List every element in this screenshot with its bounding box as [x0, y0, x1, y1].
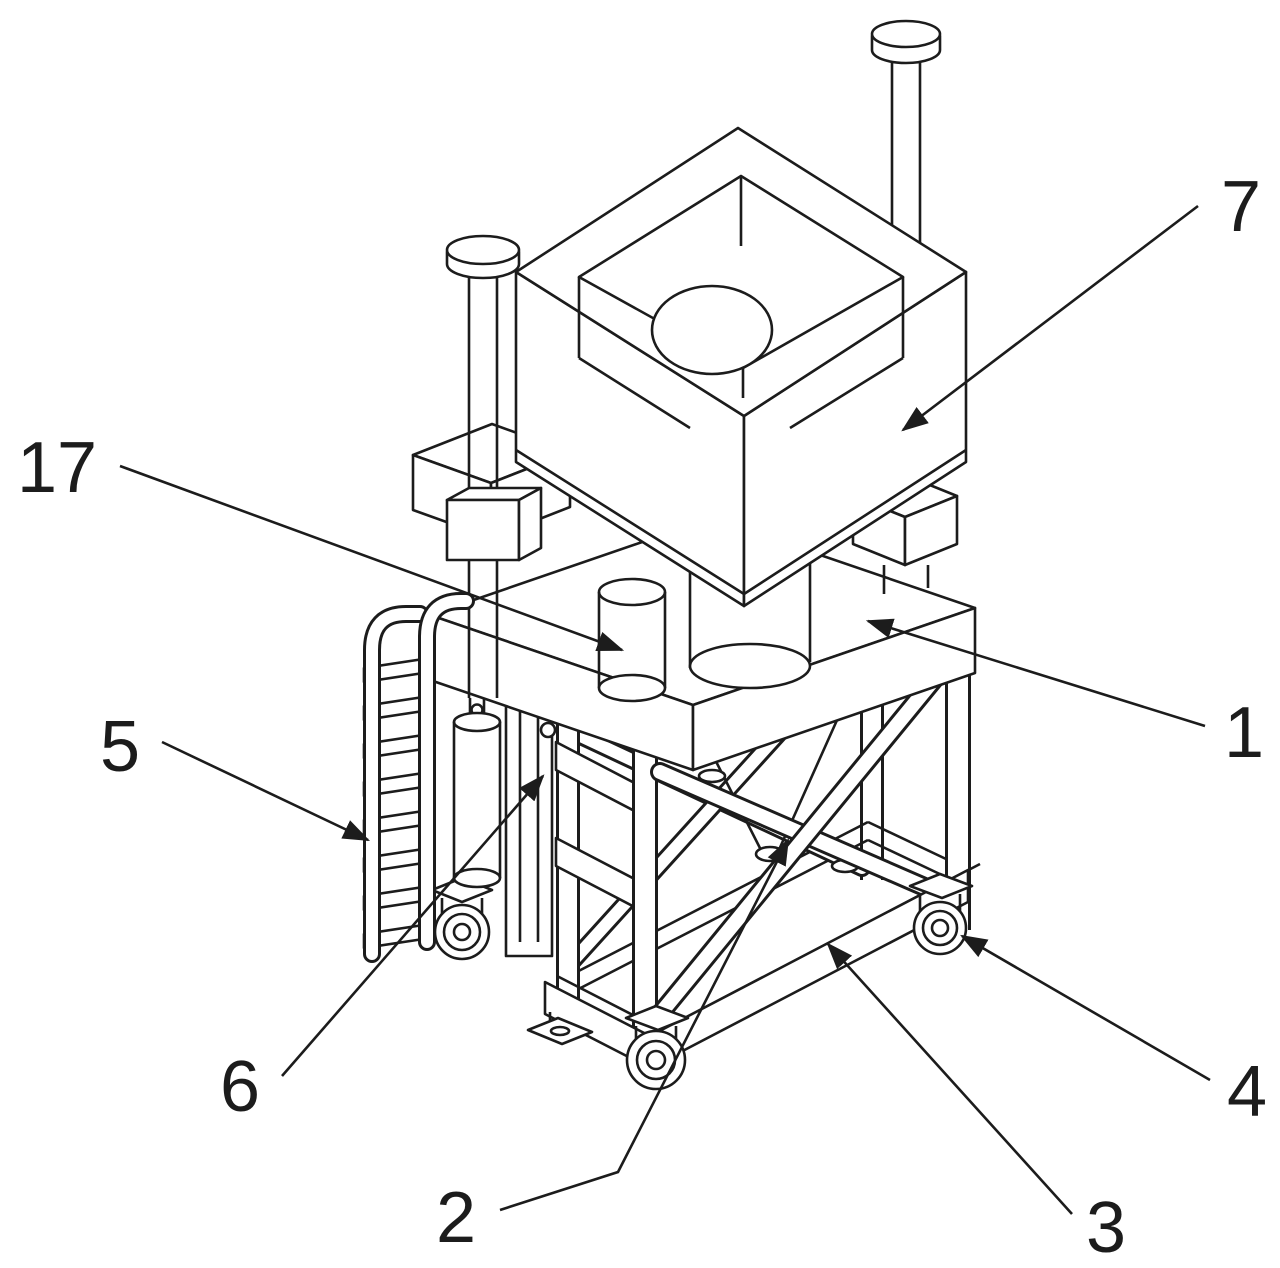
platform-front-right [691, 606, 977, 772]
caster-right [908, 872, 974, 956]
wheel-rim [442, 912, 482, 952]
label-part-5: 5 [100, 707, 140, 787]
leader-part-6 [281, 774, 545, 1077]
ram-small-bottom [597, 673, 667, 703]
cylinder-body [452, 722, 502, 878]
leader-part-2 [499, 837, 790, 1212]
caster-plate [624, 1004, 690, 1032]
support-foot [526, 1012, 594, 1046]
foot-bolt [549, 1025, 571, 1037]
label-part-3: 3 [1086, 1188, 1126, 1268]
push-rod-left [445, 234, 521, 698]
leader-part-17 [119, 464, 625, 652]
block-side [517, 486, 543, 562]
mount-stub [882, 565, 930, 594]
rod-cap [870, 19, 942, 49]
cross-braces [650, 650, 960, 1024]
shock-absorber [452, 698, 502, 889]
block-front [445, 498, 521, 562]
rod-cap [445, 234, 521, 266]
label-part-7: 7 [1221, 167, 1261, 247]
ram-large-bottom [688, 642, 812, 690]
caster-front [624, 1004, 690, 1091]
reference-labels: 7 17 1 5 6 2 3 4 [17, 167, 1267, 1268]
hopper-bottom-lip [515, 448, 967, 596]
wheel-hub [452, 922, 472, 942]
label-part-6: 6 [220, 1047, 260, 1127]
reference-leaders [119, 204, 1211, 1215]
caster-left [430, 876, 494, 961]
leader-part-4 [960, 934, 1211, 1082]
cylinder-top [452, 711, 502, 733]
leader-part-7 [901, 204, 1199, 432]
leader-part-3 [826, 942, 1073, 1215]
rod-shaft [467, 270, 499, 698]
wheel-hub [930, 918, 950, 938]
guide-rail [504, 684, 557, 958]
label-part-17: 17 [17, 428, 97, 508]
flange-bolt [697, 768, 727, 784]
leader-part-5 [161, 740, 371, 842]
guide-pin [539, 721, 557, 739]
label-part-4: 4 [1227, 1052, 1267, 1132]
wheel-hub [645, 1049, 667, 1071]
hopper-floor-edges [578, 356, 904, 430]
base-rails [543, 862, 981, 1070]
ladder-rack [362, 592, 475, 963]
guide-slot [518, 700, 540, 942]
label-part-2: 2 [436, 1178, 476, 1258]
ram-small-top [597, 577, 667, 607]
rod-guide-block [445, 486, 543, 562]
hopper-inner-edges [577, 176, 905, 398]
rear-base-rails [564, 820, 966, 998]
label-part-1: 1 [1224, 693, 1264, 773]
hopper [514, 126, 968, 608]
caster-plate [908, 872, 974, 900]
wheel-rim [921, 909, 959, 947]
mount-front-right [903, 494, 959, 567]
hopper-dome [650, 284, 774, 376]
leader-part-1 [865, 618, 1206, 728]
